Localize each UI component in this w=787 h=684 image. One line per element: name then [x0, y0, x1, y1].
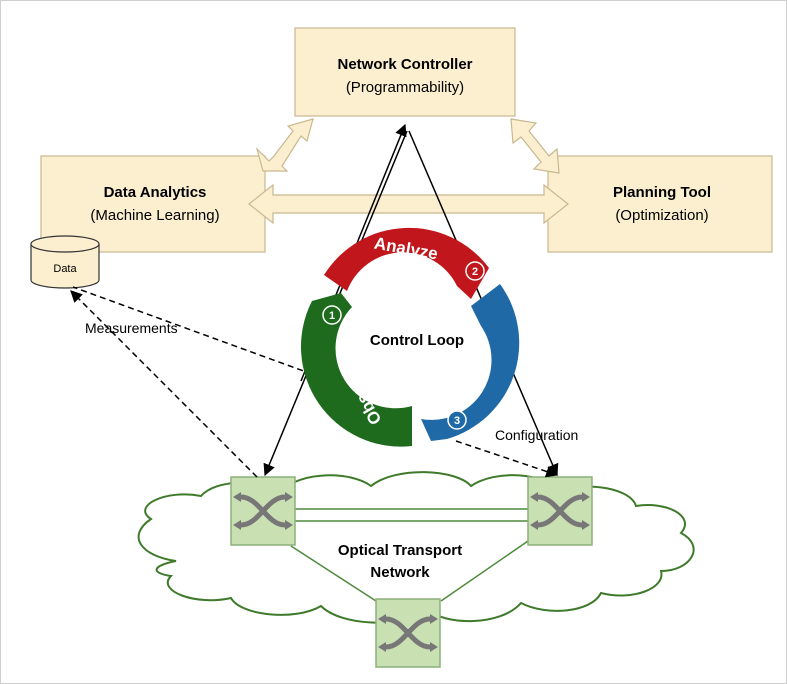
bidirectional-arrow-analytics-controller: [255, 118, 314, 172]
planning-tool-subtitle: (Optimization): [615, 207, 708, 224]
configuration-line: [455, 440, 559, 478]
planning-tool-box: Planning Tool (Optimization): [547, 155, 773, 253]
measurements-line-loop: [72, 286, 332, 382]
network-title-line1: Optical Transport: [338, 542, 462, 559]
bidirectional-arrow-controller-planning: [510, 118, 560, 174]
act-step-badge: [447, 410, 467, 430]
analyze-step-number: 2: [472, 266, 478, 278]
measurements-label: Measurements: [85, 320, 178, 336]
switch-bottom: [375, 598, 441, 668]
data-analytics-box: Data Analytics (Machine Learning): [40, 155, 266, 253]
planning-tool-title: Planning Tool: [613, 184, 711, 201]
observe-step-number: 1: [329, 310, 335, 322]
network-controller-box: Network Controller (Programmability): [294, 27, 516, 117]
link-right-bottom: [440, 540, 529, 602]
control-loop: Analyze Act Observe 1 2 3 Control Loop: [300, 227, 520, 447]
data-analytics-title: Data Analytics: [104, 184, 207, 201]
switch-left: [230, 476, 296, 546]
configuration-label: Configuration: [495, 427, 578, 443]
act-label: Act: [464, 336, 491, 369]
network-controller-subtitle: (Programmability): [346, 79, 464, 96]
data-store-label: Data: [53, 263, 77, 275]
act-segment: [421, 284, 520, 441]
bidirectional-arrow-analytics-planning: [248, 183, 569, 225]
switch-right: [527, 476, 593, 546]
act-step-number: 3: [454, 415, 460, 427]
data-analytics-subtitle: (Machine Learning): [90, 207, 219, 224]
data-store: Data: [30, 235, 100, 289]
control-loop-title: Control Loop: [370, 332, 464, 349]
network-controller-title: Network Controller: [337, 56, 472, 73]
measurements-line-left-switch: [70, 290, 258, 478]
observe-step-badge: [322, 305, 342, 325]
observe-segment: [300, 293, 412, 447]
link-left-bottom: [290, 545, 377, 602]
analyze-segment: [324, 227, 489, 299]
analyze-step-badge: [465, 261, 485, 281]
network-title-line2: Network: [370, 564, 430, 581]
